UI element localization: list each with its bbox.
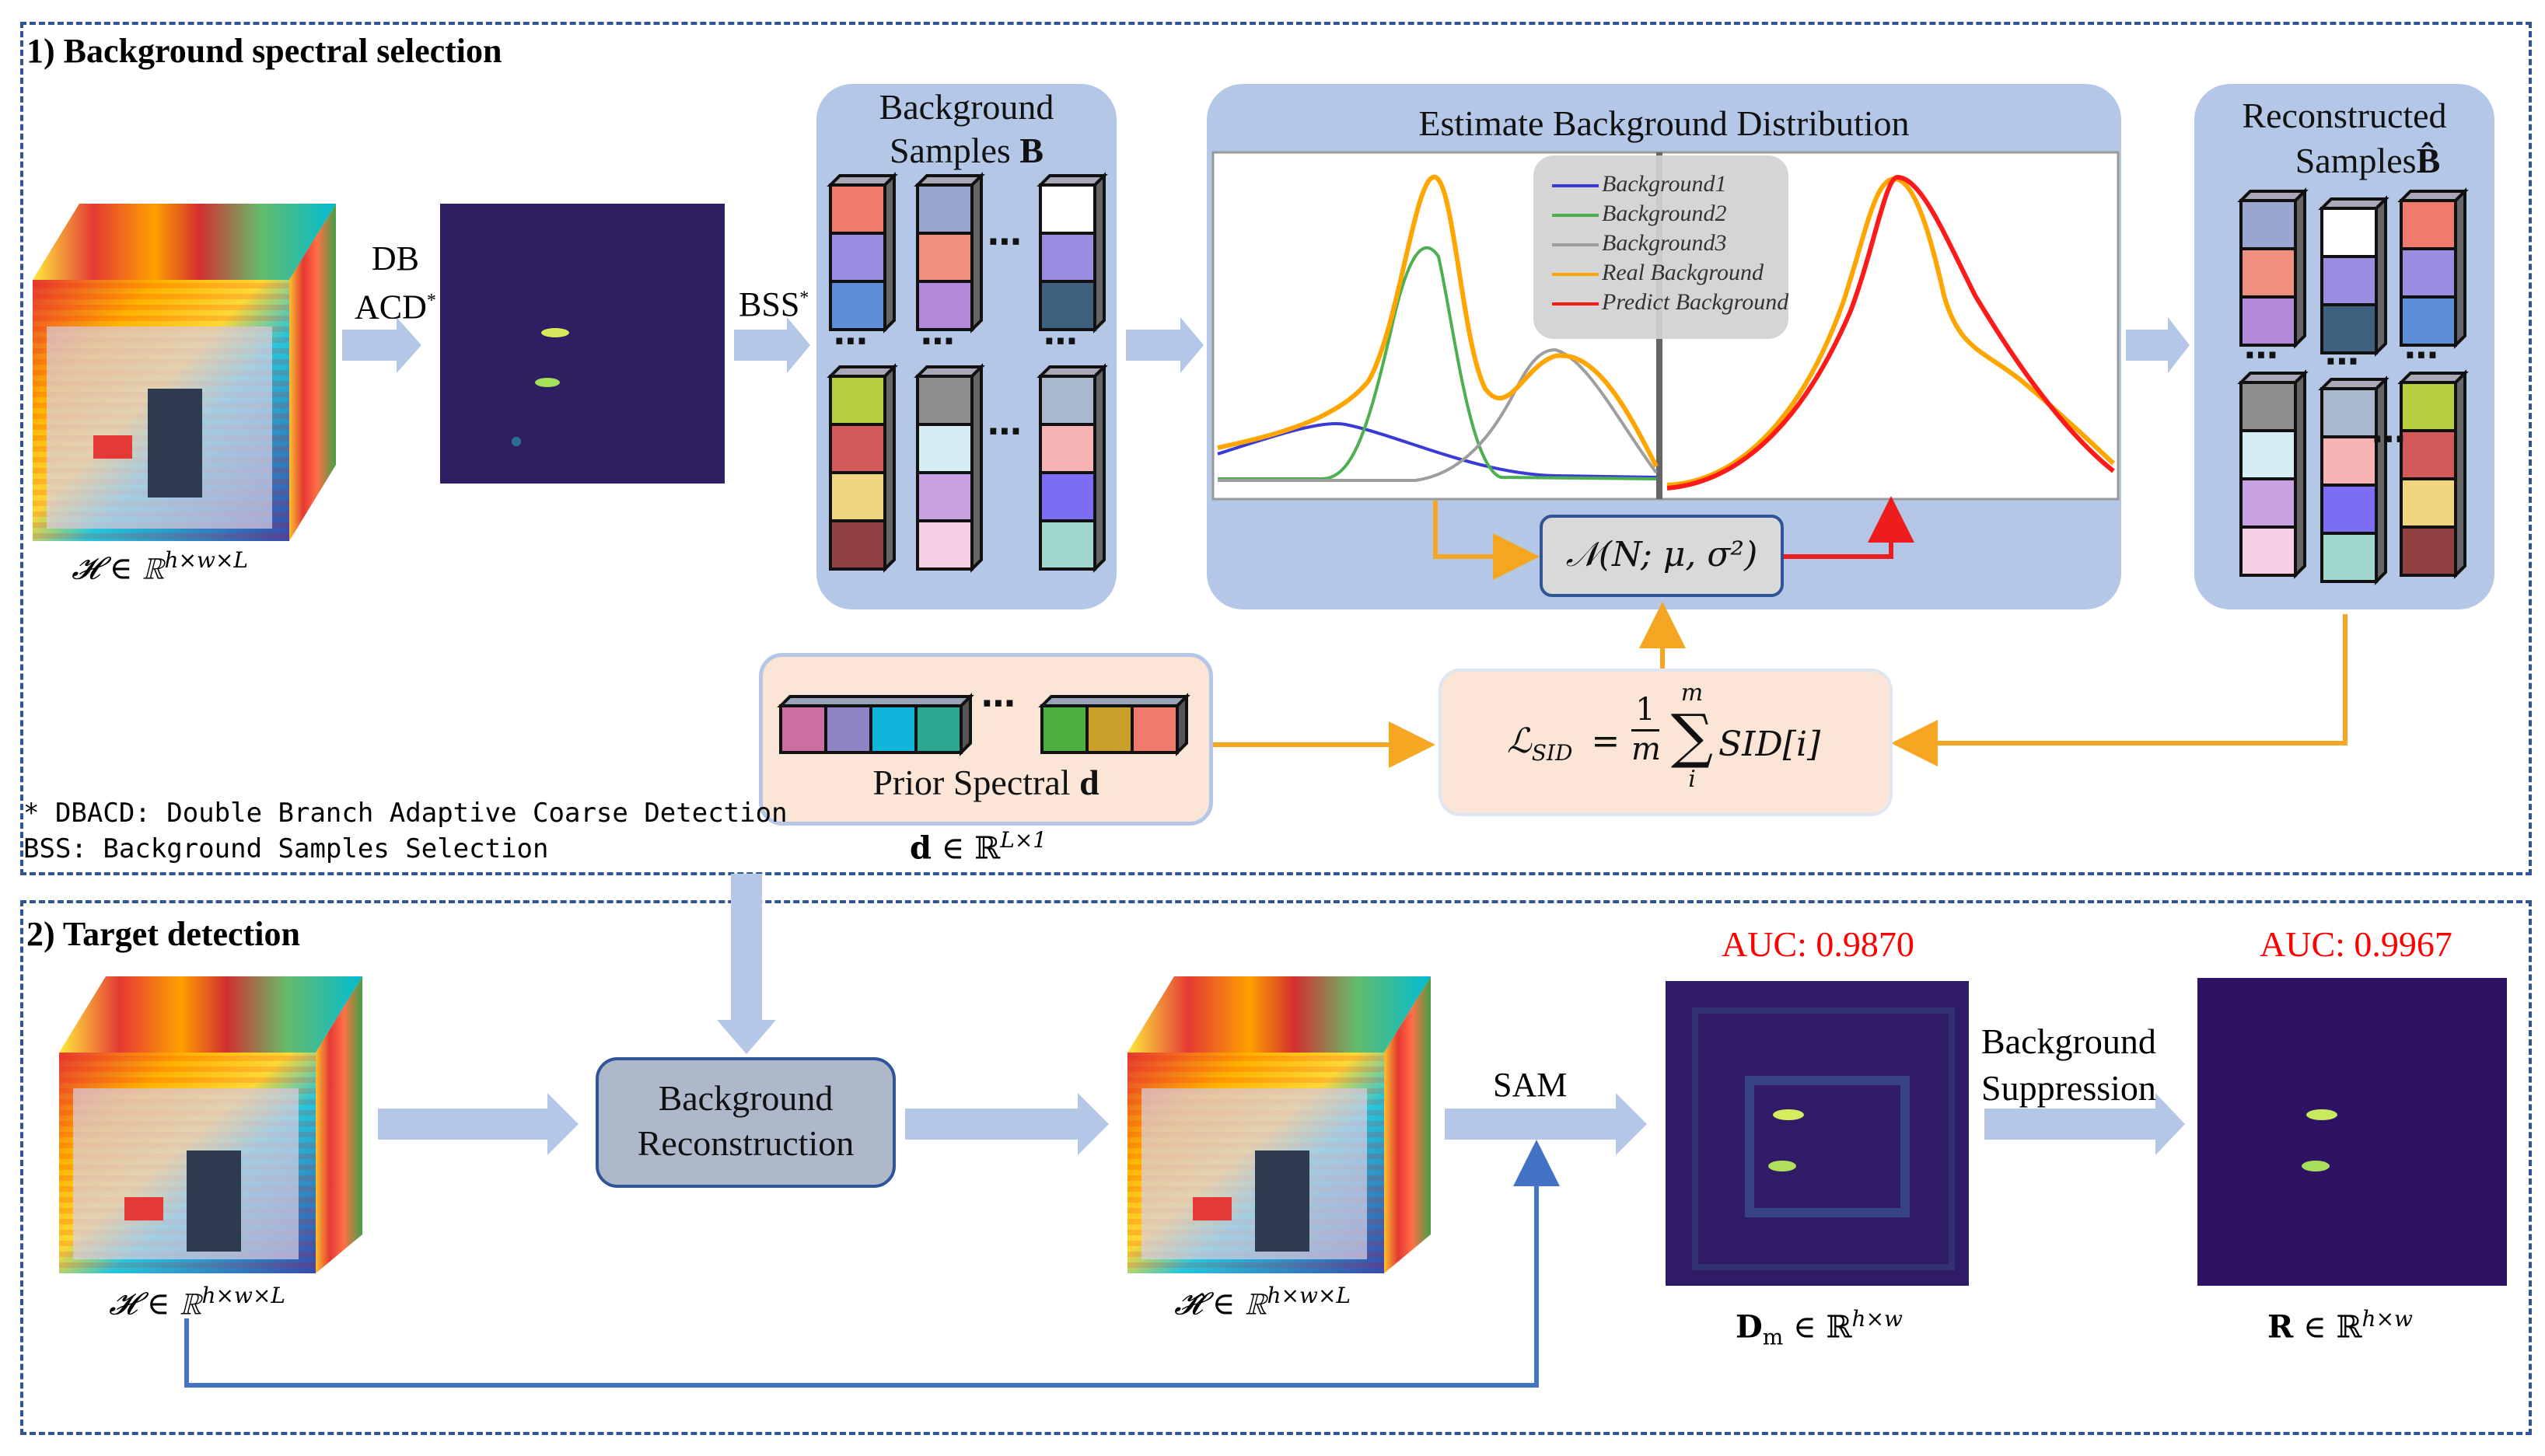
footnote-dbacd: * DBACD: Double Branch Adaptive Coarse D…: [23, 798, 788, 829]
result-map-r: [2197, 978, 2507, 1286]
cube-2-caption: 𝓗 ∈ ℝh×w×L: [109, 1283, 285, 1322]
cube-1-caption: 𝓗 ∈ ℝh×w×L: [72, 547, 248, 587]
supp-label: Background Suppression: [1981, 1021, 2156, 1108]
footnote-bss: BSS: Background Samples Selection: [23, 833, 549, 864]
section-background-spectral-selection: [20, 22, 2532, 875]
sam-label: SAM: [1493, 1066, 1568, 1104]
samples-ellipsis-h2: ⋯: [988, 412, 1023, 452]
db-label: DB ACD*: [355, 239, 436, 326]
legend-item-background1: Background1: [1552, 171, 1727, 201]
auc-result-map: AUC: 0.9967: [2260, 924, 2452, 964]
loss-rhs: SID[i]: [1718, 725, 1821, 764]
connector-arrows: [184, 496, 2347, 1388]
recon-ellipsis-v3: ⋯: [2404, 336, 2440, 375]
legend-item-background3: Background3: [1552, 230, 1727, 260]
recon-ellipsis-v1: ⋯: [2244, 336, 2280, 375]
loss-frac-den: m: [1631, 729, 1661, 767]
loss-sum-bot: i: [1688, 766, 1696, 793]
recon-cube-caption: 𝓗̂ ∈ ℝh×w×L: [1174, 1283, 1351, 1322]
hsi-cube-1: [33, 204, 336, 541]
recon-ellipsis-h: ⋯: [2372, 420, 2407, 459]
loss-frac-num: 1: [1635, 692, 1655, 728]
estimate-distribution-title: Estimate Background Distribution: [1418, 103, 1910, 143]
legend-item-real-background: Real Background: [1552, 260, 1764, 289]
recon-ellipsis-v2: ⋯: [2325, 342, 2361, 382]
r-caption: R ∈ ℝh×w: [2267, 1306, 2413, 1346]
samples-ellipsis-v3: ⋯: [1044, 322, 1079, 361]
auc-detection-map: AUC: 0.9870: [1722, 924, 1914, 964]
sum-symbol: ∑: [1670, 701, 1714, 770]
samples-ellipsis-v1: ⋯: [834, 322, 869, 361]
background-reconstruction-box: Background Reconstruction: [596, 1057, 896, 1188]
plot-legend: Background1 Background2 Background3 Real…: [1533, 155, 1788, 339]
samples-ellipsis-v2: ⋯: [921, 322, 956, 361]
flow-arrows: [342, 317, 2190, 1155]
reconstructed-samples-title: Reconstructed SamplesB̂: [2242, 96, 2447, 180]
recon-box-line2: Reconstruction: [637, 1123, 855, 1163]
bss-label: BSS*: [739, 285, 809, 323]
background-samples-title: Background Samples B: [879, 87, 1054, 170]
prior-spectral-label: Prior Spectral d: [872, 763, 1099, 802]
gaussian-distribution-box: 𝒩(N; μ, σ²): [1540, 515, 1784, 597]
sid-loss-box: ℒSID = 1 m m ∑ i SID[i]: [1439, 669, 1893, 816]
legend-item-background2: Background2: [1552, 201, 1727, 230]
dm-caption: Dm ∈ ℝh×w: [1736, 1306, 1903, 1350]
prior-d-caption: d ∈ ℝL×1: [910, 827, 1047, 867]
loss-sum-top: m: [1680, 679, 1704, 707]
section-2-title: 2) Target detection: [26, 915, 300, 953]
hsi-cube-2: [59, 976, 362, 1273]
detection-map-dm: [1666, 981, 1969, 1286]
prior-ellipsis: ⋯: [981, 684, 1017, 724]
legend-item-predict-background: Predict Background: [1552, 289, 1788, 319]
coarse-detection-map: [440, 204, 725, 484]
loss-sub: SID: [1531, 739, 1573, 766]
section-target-detection: [20, 900, 2532, 1435]
loss-lhs: ℒ: [1507, 721, 1532, 761]
prior-strip-overlay: [777, 693, 1190, 756]
background-sample-columns: [827, 172, 1108, 573]
loss-equals: =: [1591, 721, 1620, 761]
reconstructed-sample-columns: [2237, 187, 2469, 585]
hsi-cube-reconstructed: [1127, 976, 1431, 1273]
samples-ellipsis-h1: ⋯: [988, 222, 1023, 262]
recon-box-line1: Background: [658, 1078, 834, 1118]
gaussian-label: 𝒩(N; μ, σ²): [1565, 535, 1758, 574]
section-1-title: 1) Background spectral selection: [26, 32, 502, 70]
